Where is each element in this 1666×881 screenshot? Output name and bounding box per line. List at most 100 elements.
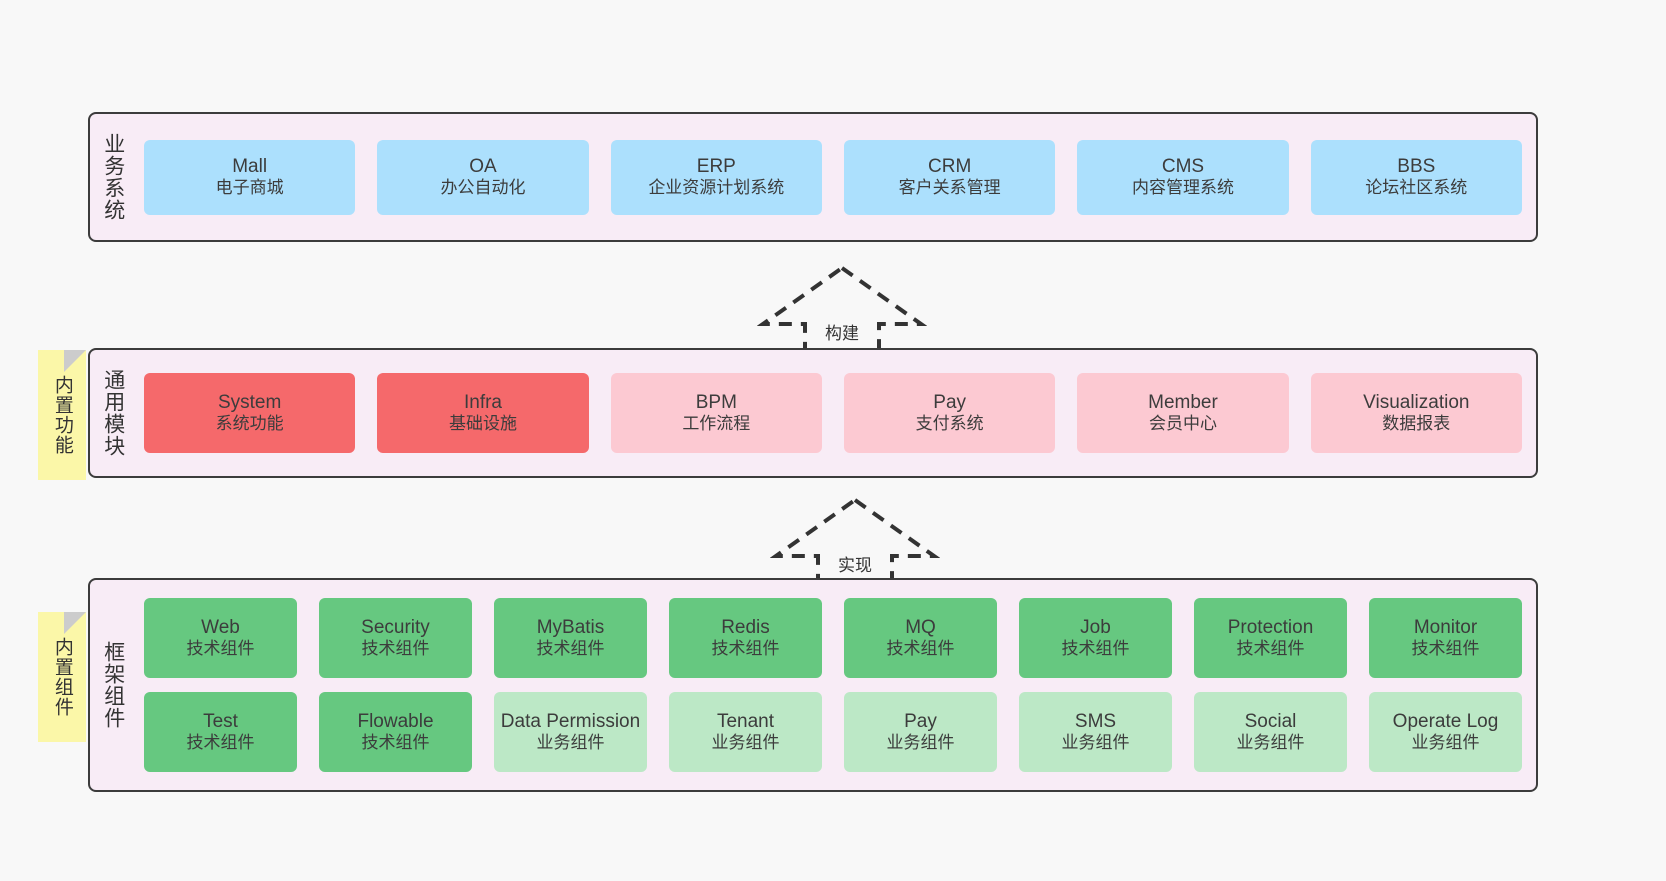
card-title-en: Social <box>1244 711 1297 733</box>
card-subtitle-cn: 系统功能 <box>215 414 284 434</box>
card-subtitle-cn: 支付系统 <box>915 414 984 434</box>
card-subtitle-cn: 技术组件 <box>536 639 605 659</box>
card-title-en: Pay <box>904 711 937 733</box>
card-subtitle-cn: 技术组件 <box>186 733 255 753</box>
card-title-en: Test <box>203 711 238 733</box>
card-subtitle-cn: 电子商城 <box>215 178 284 198</box>
card-title-en: Redis <box>721 617 770 639</box>
card-title-en: Job <box>1080 617 1111 639</box>
card-title-en: Visualization <box>1363 392 1470 414</box>
build-arrow: 构建 <box>757 262 927 358</box>
card-title-en: BPM <box>695 392 737 414</box>
implement-arrow: 实现 <box>770 494 940 590</box>
layer-common-modules-title: 通用模块 <box>101 369 125 457</box>
card-title-en: Data Permission <box>500 711 641 733</box>
card-title-en: ERP <box>696 156 736 178</box>
card-subtitle-cn: 业务组件 <box>1411 733 1480 753</box>
card-subtitle-cn: 技术组件 <box>1236 639 1305 659</box>
card-subtitle-cn: 技术组件 <box>1411 639 1480 659</box>
card-subtitle-cn: 技术组件 <box>361 733 430 753</box>
card-subtitle-cn: 基础设施 <box>448 414 517 434</box>
card-title-en: System <box>217 392 282 414</box>
card-title-en: CMS <box>1161 156 1205 178</box>
card-title-en: MQ <box>905 617 936 639</box>
card-subtitle-cn: 技术组件 <box>1061 639 1130 659</box>
card-title-en: Mall <box>232 156 268 178</box>
card-title-en: Operate Log <box>1392 711 1499 733</box>
sticky-note-builtin-features: 内置功能 <box>38 350 86 480</box>
card-title-en: BBS <box>1397 156 1436 178</box>
card-title-en: Infra <box>463 392 502 414</box>
card-subtitle-cn: 工作流程 <box>682 414 751 434</box>
card-subtitle-cn: 业务组件 <box>886 733 955 753</box>
card-subtitle-cn: 内容管理系统 <box>1131 178 1234 198</box>
card-title-en: Protection <box>1227 617 1314 639</box>
card-subtitle-cn: 技术组件 <box>711 639 780 659</box>
card-title-en: Web <box>201 617 240 639</box>
card-title-en: Member <box>1148 392 1218 414</box>
card-subtitle-cn: 企业资源计划系统 <box>648 178 785 198</box>
card-title-en: Pay <box>933 392 967 414</box>
card-title-en: OA <box>469 156 497 178</box>
card-subtitle-cn: 技术组件 <box>886 639 955 659</box>
layer-framework-components-title: 框架组件 <box>101 641 125 729</box>
card-title-en: CRM <box>928 156 972 178</box>
card-subtitle-cn: 业务组件 <box>536 733 605 753</box>
card-subtitle-cn: 业务组件 <box>1061 733 1130 753</box>
card-subtitle-cn: 技术组件 <box>361 639 430 659</box>
card-title-en: Monitor <box>1413 617 1478 639</box>
card-subtitle-cn: 客户关系管理 <box>898 178 1001 198</box>
card-subtitle-cn: 业务组件 <box>1236 733 1305 753</box>
card-title-en: Security <box>361 617 430 639</box>
card-subtitle-cn: 办公自动化 <box>440 178 526 198</box>
card-title-en: MyBatis <box>536 617 605 639</box>
card-title-en: SMS <box>1074 711 1117 733</box>
sticky-note-builtin-components: 内置组件 <box>38 612 86 742</box>
card-subtitle-cn: 会员中心 <box>1148 414 1217 434</box>
card-subtitle-cn: 技术组件 <box>186 639 255 659</box>
card-subtitle-cn: 数据报表 <box>1382 414 1451 434</box>
card-subtitle-cn: 论坛社区系统 <box>1365 178 1468 198</box>
card-title-en: Tenant <box>716 711 775 733</box>
card-subtitle-cn: 业务组件 <box>711 733 780 753</box>
layer-business-systems-title: 业务系统 <box>101 133 125 221</box>
